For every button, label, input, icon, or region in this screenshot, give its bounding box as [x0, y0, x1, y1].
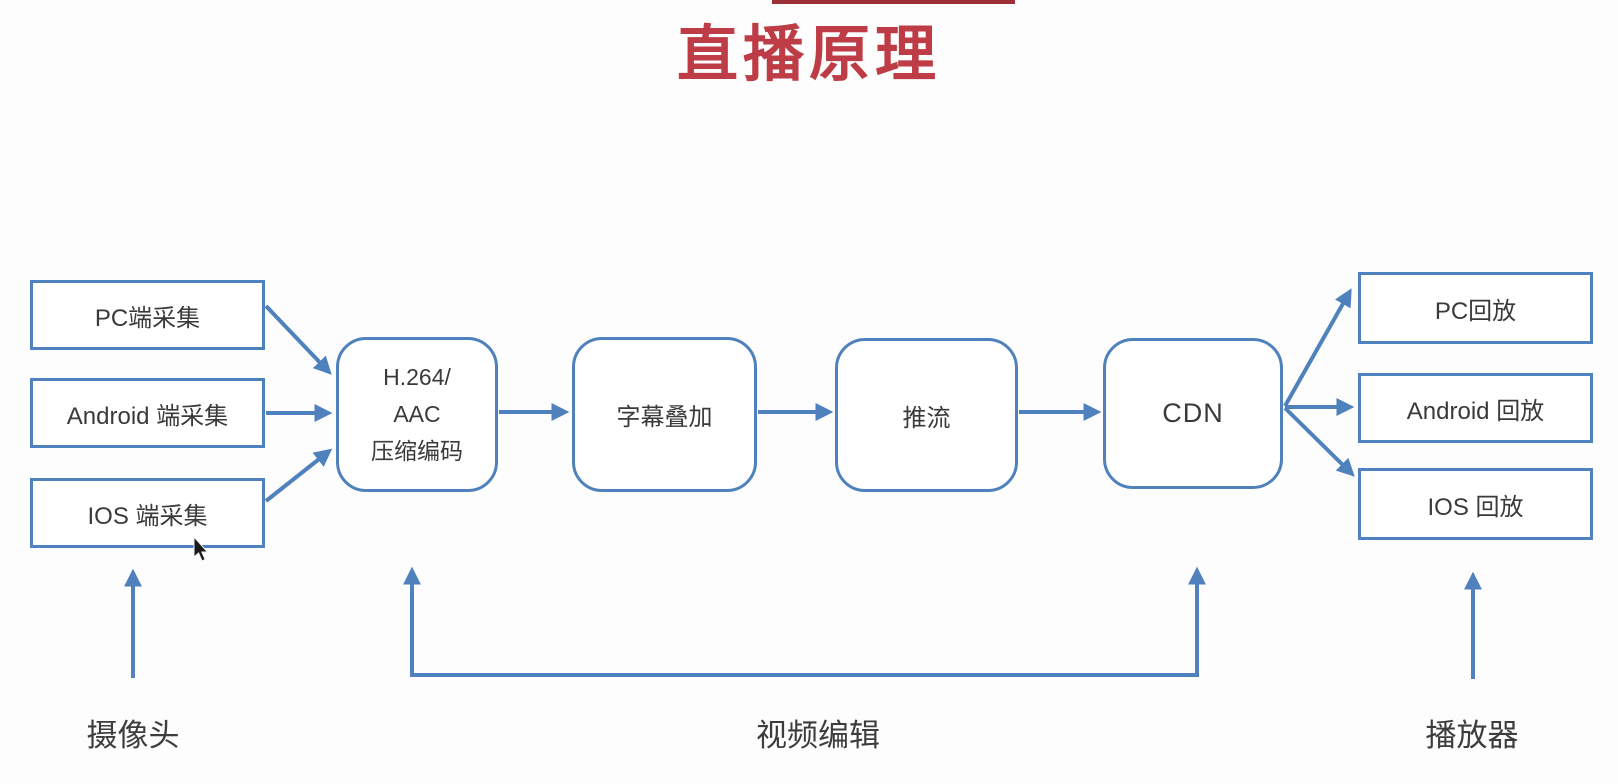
node-stream-push: 推流 — [835, 338, 1018, 492]
arrow-video-edit-bracket — [403, 566, 1206, 677]
arrow-cdn-to-ios-playback — [1283, 406, 1355, 477]
node-android-playback: Android 回放 — [1358, 373, 1593, 443]
node-h264-aac-encoder: H.264/ AAC 压缩编码 — [336, 337, 498, 492]
arrow-cdn-to-pc-playback — [1283, 288, 1352, 407]
node-subtitle-overlay: 字幕叠加 — [572, 337, 757, 492]
annotation-video-edit: 视频编辑 — [756, 718, 880, 753]
page-title: 直播原理 — [676, 20, 941, 88]
mouse-cursor-icon — [193, 537, 209, 562]
top-cropped-red-bar — [772, 0, 1015, 4]
arrow-ios-capture-to-encoder — [264, 448, 333, 503]
node-android-capture: Android 端采集 — [30, 378, 265, 448]
node-ios-capture: IOS 端采集 — [30, 478, 265, 548]
annotation-camera: 摄像头 — [86, 718, 180, 753]
annotation-player: 播放器 — [1425, 718, 1519, 753]
node-cdn: CDN — [1103, 338, 1283, 489]
arrow-pc-capture-to-encoder — [264, 304, 332, 375]
node-pc-capture: PC端采集 — [30, 280, 265, 350]
node-pc-playback: PC回放 — [1358, 272, 1593, 344]
node-ios-playback: IOS 回放 — [1358, 468, 1593, 540]
